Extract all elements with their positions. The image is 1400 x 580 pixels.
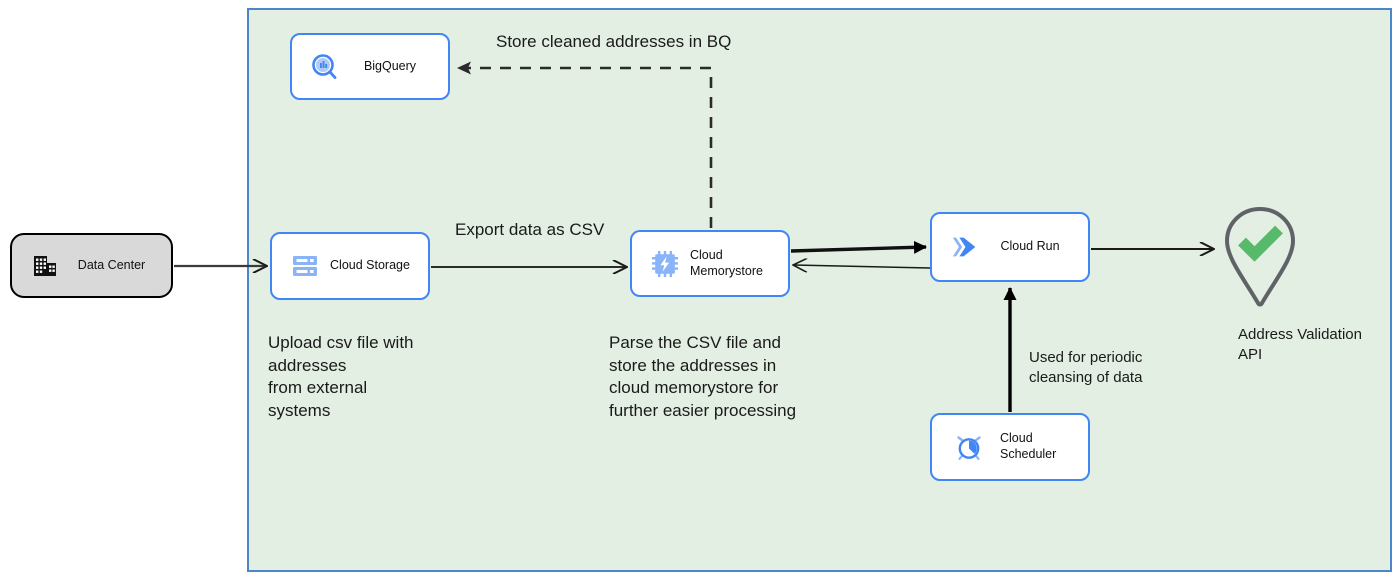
label-address-validation-api: Address Validation API [1238,326,1362,363]
node-label: BigQuery [363,58,417,73]
node-label: Cloud Scheduler [1000,431,1057,461]
node-label: Cloud Memorystore [690,247,763,278]
building-icon [30,251,60,281]
node-label: Data Center [77,257,146,272]
edge-label-export-csv: Export data as CSV [455,220,605,239]
node-cloud-storage[interactable]: Cloud Storage [270,232,430,300]
node-data-center[interactable]: Data Center [10,233,173,298]
node-cloud-scheduler[interactable]: Cloud Scheduler [930,413,1090,481]
node-label: Cloud Storage [330,258,410,273]
node-cloud-memorystore[interactable]: Cloud Memorystore [630,230,790,297]
edge-label-periodic-cleansing: Used for periodic cleansing of data [1029,349,1143,386]
map-pin-check-icon [1224,206,1296,307]
node-label: Cloud Run [1000,239,1060,254]
caption-upload-csv: Upload csv file with addresses from exte… [268,333,414,420]
edge-label-store-cleaned: Store cleaned addresses in BQ [496,32,732,51]
node-cloud-run[interactable]: Cloud Run [930,212,1090,282]
node-bigquery[interactable]: BigQuery [290,33,450,100]
cloud-storage-icon [290,251,320,281]
google-cloud-boundary [247,8,1392,572]
cloud-memorystore-icon [650,249,680,279]
bigquery-icon [310,52,340,82]
cloud-run-icon [950,232,980,262]
cloud-scheduler-icon [954,432,984,462]
node-address-validation-api[interactable] [1218,205,1302,309]
caption-parse-csv: Parse the CSV file and store the address… [609,333,797,420]
